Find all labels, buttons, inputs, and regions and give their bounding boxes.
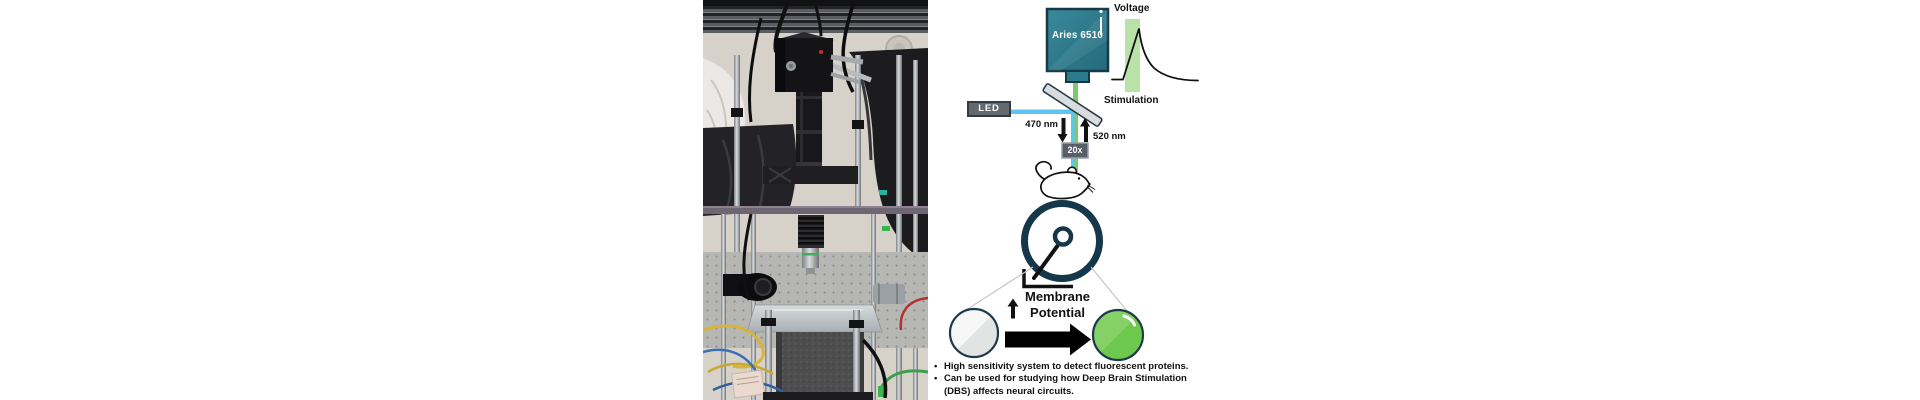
excitation-wavelength-label: 470 nm: [1025, 119, 1058, 130]
dichroic-mirror: [1042, 83, 1103, 127]
transition-arrow: [1005, 323, 1091, 356]
excitation-arrow-down: [1057, 118, 1068, 143]
optical-setup-diagram: [948, 7, 1199, 362]
voltage-trace-plot: [1111, 19, 1199, 92]
camera-box: [1045, 7, 1110, 83]
led-label: LED: [978, 103, 1000, 114]
mouse-icon: [1035, 160, 1096, 200]
emission-arrow-up: [1080, 118, 1090, 142]
membrane-line2: Potential: [1030, 304, 1085, 320]
voltage-axis-label: Voltage: [1114, 3, 1150, 14]
objective-label: 20x: [1067, 145, 1083, 155]
emission-wavelength-label: 520 nm: [1093, 131, 1126, 142]
callout-lines: [965, 266, 1128, 312]
lab-setup-photo: [703, 0, 928, 400]
caption-bullet-1: High sensitivity system to detect fluore…: [933, 361, 1211, 374]
membrane-line1: Membrane: [1024, 289, 1091, 304]
camera-label: Aries 6510: [1051, 30, 1104, 41]
increase-arrow-icon: [1007, 298, 1019, 319]
led-box: [967, 101, 1011, 117]
objective-box: [1061, 142, 1089, 159]
active-cell-icon: [1091, 308, 1145, 362]
caption-bullets: High sensitivity system to detect fluore…: [933, 361, 1211, 398]
caption-bullet-2: Can be used for studying how Deep Brain …: [933, 373, 1211, 398]
running-wheel-icon: [1021, 200, 1103, 289]
membrane-potential-label: Membrane Potential: [1000, 289, 1115, 320]
inactive-cell-icon: [948, 307, 1000, 359]
stimulation-axis-label: Stimulation: [1104, 95, 1159, 106]
